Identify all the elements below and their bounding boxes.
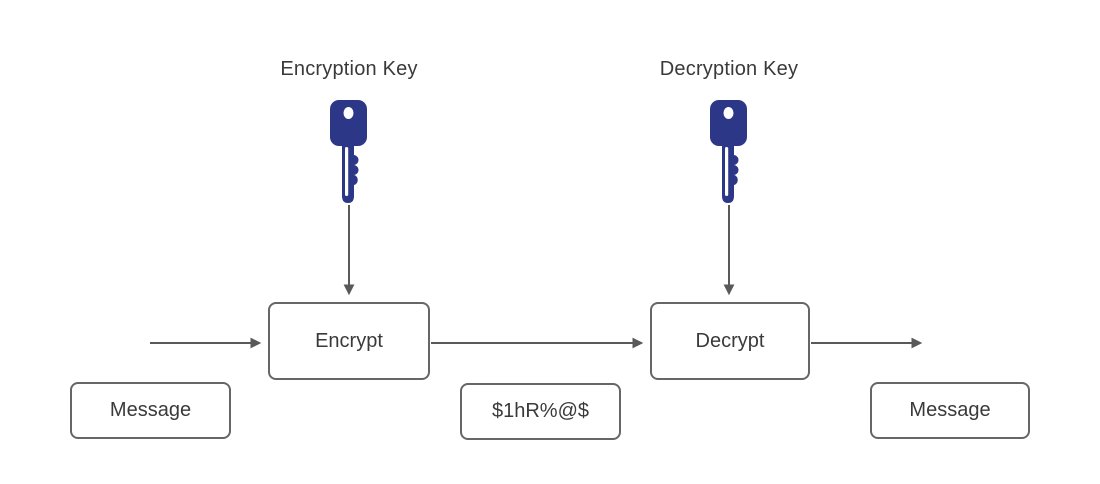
decryption-key-label: Decryption Key bbox=[659, 58, 799, 80]
encrypt-node-label: Encrypt bbox=[315, 329, 383, 352]
message-output-node: Message bbox=[870, 382, 1030, 439]
encryption-key-label: Encryption Key bbox=[280, 58, 418, 80]
message-output-label: Message bbox=[909, 399, 991, 421]
message-source-label: Message bbox=[109, 399, 192, 421]
decrypt-node: Decrypt bbox=[650, 302, 810, 380]
ciphertext-label: $1hR%@$ bbox=[491, 400, 590, 422]
encryption-key-icon bbox=[330, 100, 367, 203]
ciphertext-node: $1hR%@$ bbox=[460, 383, 621, 440]
message-source-node: Message bbox=[70, 382, 231, 439]
decryption-key-icon bbox=[710, 100, 747, 203]
decrypt-node-label: Decrypt bbox=[695, 329, 765, 352]
encrypt-node: Encrypt bbox=[268, 302, 430, 380]
